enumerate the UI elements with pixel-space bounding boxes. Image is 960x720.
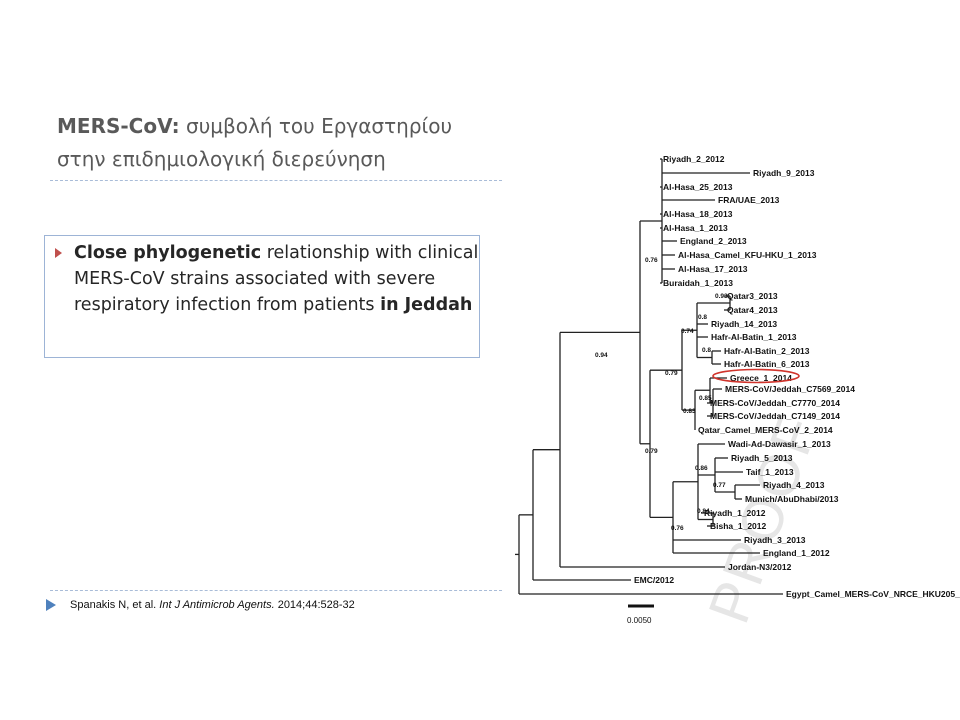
taxon-label: EMC/2012 bbox=[634, 575, 674, 585]
taxon-label: Riyadh_5_2013 bbox=[731, 453, 793, 463]
taxon-label: Al-Hasa_1_2013 bbox=[663, 223, 728, 233]
slide-title-bold: MERS-CoV: bbox=[57, 114, 180, 138]
taxon-label: Riyadh_4_2013 bbox=[763, 480, 825, 490]
bootstrap-value: 0.77 bbox=[713, 482, 726, 489]
reference-arrow-icon bbox=[46, 599, 56, 611]
bootstrap-value: 0.94 bbox=[595, 352, 608, 359]
taxon-label: Qatar_Camel_MERS-CoV_2_2014 bbox=[698, 425, 833, 435]
bootstrap-value: 0.79 bbox=[645, 448, 658, 455]
taxon-label: Egypt_Camel_MERS-CoV_NRCE_HKU205_2014 bbox=[786, 589, 960, 599]
scale-bar-label: 0.0050 bbox=[627, 616, 652, 625]
taxon-label: Bisha_1_2012 bbox=[710, 521, 767, 531]
greece-highlight bbox=[712, 368, 800, 384]
taxon-label: Hafr-Al-Batin_2_2013 bbox=[724, 346, 810, 356]
taxon-label: England_2_2013 bbox=[680, 236, 747, 246]
tree-bootstraps: 0.94 0.76 0.79 0.74 0.93 0.8 0.8 0.850.83 0.79 0.… bbox=[595, 257, 728, 532]
taxon-label: Al-Hasa_25_2013 bbox=[663, 182, 733, 192]
phylogenetic-tree: PROOF Riyadh_2_2012Riyadh_9_2013Al-Hasa_… bbox=[515, 154, 960, 631]
bullet-text-bold1: Close phylogenetic bbox=[74, 243, 262, 263]
taxon-label: Jordan-N3/2012 bbox=[728, 562, 792, 572]
taxon-label: FRA/UAE_2013 bbox=[718, 195, 780, 205]
tree-branches bbox=[515, 158, 783, 595]
bootstrap-value: 0.84 bbox=[697, 508, 710, 515]
slide-title-line1: MERS-CoV: συμβολή του Εργαστηρίου bbox=[57, 110, 452, 143]
taxon-label: Munich/AbuDhabi/2013 bbox=[745, 494, 839, 504]
bootstrap-value: 0.8 bbox=[702, 347, 711, 354]
taxon-label: MERS-CoV/Jeddah_C7569_2014 bbox=[725, 384, 855, 394]
taxon-label: Buraidah_1_2013 bbox=[663, 278, 733, 288]
bootstrap-value: 0.76 bbox=[645, 257, 658, 264]
taxon-label: Qatar3_2013 bbox=[727, 291, 778, 301]
reference: Spanakis N, et al. Int J Antimicrob Agen… bbox=[70, 599, 355, 611]
taxon-label: Taif_1_2013 bbox=[746, 467, 794, 477]
taxon-label: Qatar4_2013 bbox=[727, 305, 778, 315]
bootstrap-value: 0.76 bbox=[671, 525, 684, 532]
taxon-label: Riyadh_3_2013 bbox=[744, 535, 806, 545]
taxon-label: Riyadh_14_2013 bbox=[711, 319, 777, 329]
taxon-label: Hafr-Al-Batin_6_2013 bbox=[724, 359, 810, 369]
taxon-label: Wadi-Ad-Dawasir_1_2013 bbox=[728, 439, 831, 449]
bullet-text: Close phylogenetic relationship with cli… bbox=[74, 240, 479, 318]
taxon-label: Riyadh_2_2012 bbox=[663, 154, 725, 164]
taxon-label: Riyadh_9_2013 bbox=[753, 168, 815, 178]
taxon-label: MERS-CoV/Jeddah_C7149_2014 bbox=[710, 411, 840, 421]
bootstrap-value: 0.8 bbox=[698, 314, 707, 321]
tree-labels: Riyadh_2_2012Riyadh_9_2013Al-Hasa_25_201… bbox=[634, 154, 960, 599]
bootstrap-value: 0.93 bbox=[715, 293, 728, 300]
taxon-label: Greece_1_2014 bbox=[730, 373, 792, 383]
taxon-label: Riyadh_1_2012 bbox=[704, 508, 766, 518]
slide-title-rest: συμβολή του Εργαστηρίου bbox=[179, 114, 453, 138]
taxon-label: MERS-CoV/Jeddah_C7770_2014 bbox=[710, 398, 840, 408]
bootstrap-value: 0.83 bbox=[683, 408, 696, 415]
bootstrap-value: 0.86 bbox=[695, 465, 708, 472]
bootstrap-value: 0.79 bbox=[665, 370, 678, 377]
reference-journal: Int J Antimicrob Agents. bbox=[159, 599, 275, 611]
bullet-text-bold2: in Jeddah bbox=[380, 295, 473, 315]
reference-authors: Spanakis N, et al. bbox=[70, 599, 160, 611]
taxon-label: England_1_2012 bbox=[763, 548, 830, 558]
slide-title-line2: στην επιδημιολογική διερεύνηση bbox=[57, 147, 386, 171]
taxon-label: Al-Hasa_17_2013 bbox=[678, 264, 748, 274]
bullet-arrow-icon bbox=[55, 248, 62, 258]
slide-title: MERS-CoV: συμβολή του Εργαστηρίου στην ε… bbox=[57, 110, 452, 176]
bullet-box: Close phylogenetic relationship with cli… bbox=[44, 235, 480, 358]
taxon-label: Al-Hasa_Camel_KFU-HKU_1_2013 bbox=[678, 250, 817, 260]
title-divider bbox=[50, 180, 502, 181]
bullet-text-mid: relationship with clinical MERS-CoV stra… bbox=[74, 243, 479, 315]
bootstrap-value: 0.74 bbox=[681, 328, 694, 335]
reference-citation: 2014;44:528-32 bbox=[274, 599, 355, 611]
taxon-label: Hafr-Al-Batin_1_2013 bbox=[711, 332, 797, 342]
bootstrap-value: 0.85 bbox=[699, 395, 712, 402]
taxon-label: Al-Hasa_18_2013 bbox=[663, 209, 733, 219]
footer-divider bbox=[50, 590, 502, 591]
